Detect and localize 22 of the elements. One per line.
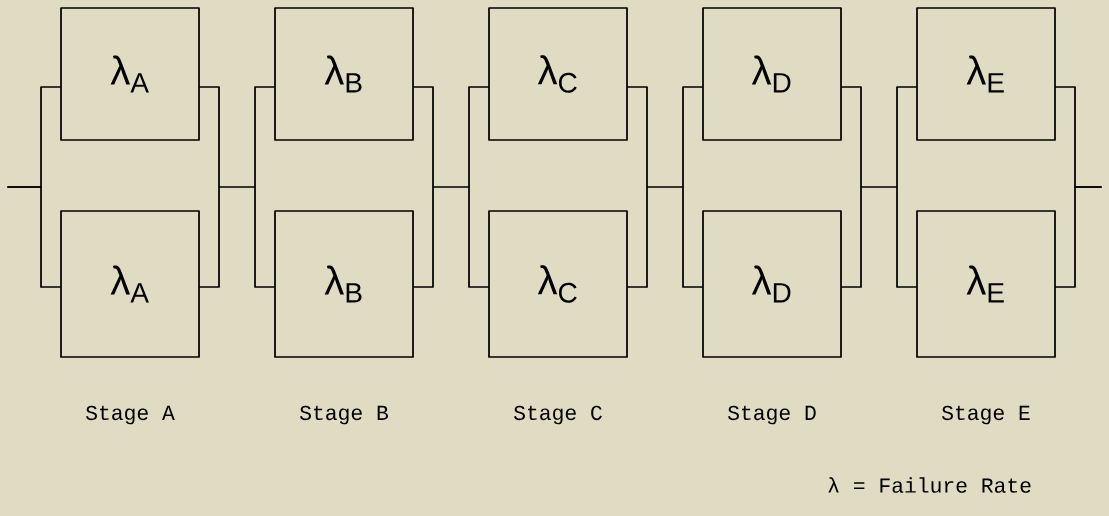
component-box: λ$_{C}$: [488, 7, 628, 141]
component-box: λ$_{B}$: [274, 210, 414, 358]
stage-label: Stage A: [86, 405, 175, 425]
stage-label: Stage E: [942, 405, 1030, 425]
component-box: λ$_{B}$: [274, 7, 414, 141]
component-box: λ$_{D}$: [702, 210, 842, 358]
component-box: λ$_{D}$: [702, 7, 842, 141]
component-box: λ$_{C}$: [488, 210, 628, 358]
stage-label: Stage D: [728, 405, 816, 425]
component-box: λ$_{E}$: [916, 7, 1056, 141]
component-box: λ$_{A}$: [60, 7, 200, 141]
stage-label: Stage C: [514, 405, 602, 425]
connector-line: [199, 86, 275, 288]
component-box: λ$_{A}$: [60, 210, 200, 358]
stage-label: Stage B: [300, 405, 388, 425]
component-box: λ$_{E}$: [916, 210, 1056, 358]
connector-line: [413, 86, 489, 288]
connector-line: [841, 86, 917, 288]
connector-line: [627, 86, 703, 288]
connector-line: [7, 186, 61, 288]
legend-note: λ = Failure Rate: [828, 477, 1031, 493]
connector-line: [1055, 186, 1102, 288]
